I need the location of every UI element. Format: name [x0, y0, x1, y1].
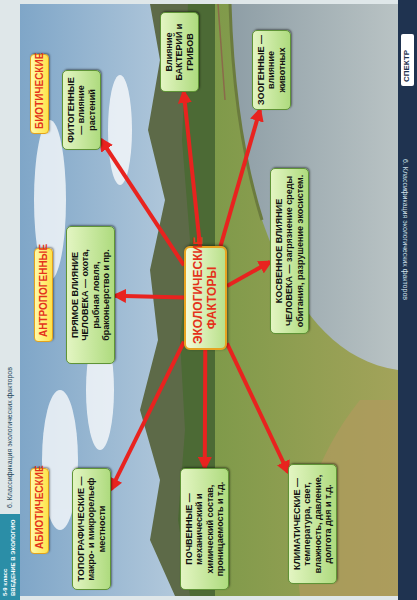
header-tab: [0, 514, 20, 600]
red-arrow: [111, 342, 184, 490]
category-label: АНТРОПОГЕННЫЕ: [34, 248, 53, 342]
factor-box: ПОЧВЕННЫЕ — механический и химический со…: [180, 468, 229, 590]
node-text: ЭКОЛОГИЧЕСКИЕ ФАКТОРЫ: [191, 252, 220, 344]
red-arrow: [203, 350, 208, 468]
node-text: АБИОТИЧЕСКИЕ: [34, 473, 45, 549]
node-text: БИОТИЧЕСКИЕ: [34, 59, 45, 129]
red-arrow: [184, 92, 200, 246]
node-text: Влияние БАКТЕРИЙ и ГРИБОВ: [164, 17, 195, 87]
logo-plate: [401, 34, 414, 86]
node-text: ПРЯМОЕ ВЛИЯНИЕ ЧЕЛОВЕКА — охота, рыбная …: [70, 231, 111, 359]
factor-box: КОСВЕННОЕ ВЛИЯНИЕ ЧЕЛОВЕКА — загрязнение…: [270, 168, 309, 334]
factor-box: ПРЯМОЕ ВЛИЯНИЕ ЧЕЛОВЕКА — охота, рыбная …: [66, 226, 115, 364]
red-arrow: [227, 262, 270, 286]
meadow: [215, 4, 398, 596]
node-text: ФИТОГЕННЫЕ — влияние растений: [66, 75, 97, 145]
category-label: БИОТИЧЕСКИЕ: [30, 54, 49, 134]
node-text: ЗООГЕННЫЕ — влияние животных: [256, 35, 287, 105]
node-text: КЛИМАТИЧЕСКИЕ — температура, свет, влажн…: [292, 469, 333, 579]
node-text: ПОЧВЕННЫЕ — механический и химический со…: [184, 473, 225, 585]
poster-border: [20, 0, 398, 4]
footer-band: [398, 0, 417, 600]
sky: [20, 4, 398, 596]
factor-box: Влияние БАКТЕРИЙ и ГРИБОВ: [160, 12, 199, 92]
lake: [230, 4, 398, 370]
fence: [218, 4, 225, 100]
sheet-title: 6. Классификация экологических факторов: [6, 367, 13, 508]
red-arrow: [221, 110, 260, 246]
publisher-logo: СПЕКТР: [402, 50, 411, 82]
node-text: КОСВЕННОЕ ВЛИЯНИЕ ЧЕЛОВЕКА — загрязнение…: [274, 173, 305, 329]
category-label: АБИОТИЧЕСКИЕ: [30, 468, 49, 554]
poster-border: [20, 596, 398, 600]
central-box: ЭКОЛОГИЧЕСКИЕ ФАКТОРЫ: [184, 246, 227, 350]
red-arrow: [227, 343, 288, 472]
factor-box: ЗООГЕННЫЕ — влияние животных: [252, 30, 291, 110]
sheet-title: 6. Классификация экологических факторов: [402, 159, 409, 300]
factor-box: КЛИМАТИЧЕСКИЕ — температура, свет, влажн…: [288, 464, 337, 584]
factor-box: ТОПОГРАФИЧЕСКИЕ — макро- и микрорельеф м…: [72, 468, 111, 590]
header-band: [0, 0, 20, 600]
series-title: ВВЕДЕНИЕ В ЭКОЛОГИЮ: [10, 520, 16, 597]
factor-box: ФИТОГЕННЫЕ — влияние растений: [62, 70, 101, 150]
grade-label: 5-9 класс: [2, 569, 8, 596]
red-arrow: [115, 296, 184, 298]
node-text: АНТРОПОГЕННЫЕ: [38, 253, 49, 337]
node-text: ТОПОГРАФИЧЕСКИЕ — макро- и микрорельеф м…: [76, 473, 107, 585]
